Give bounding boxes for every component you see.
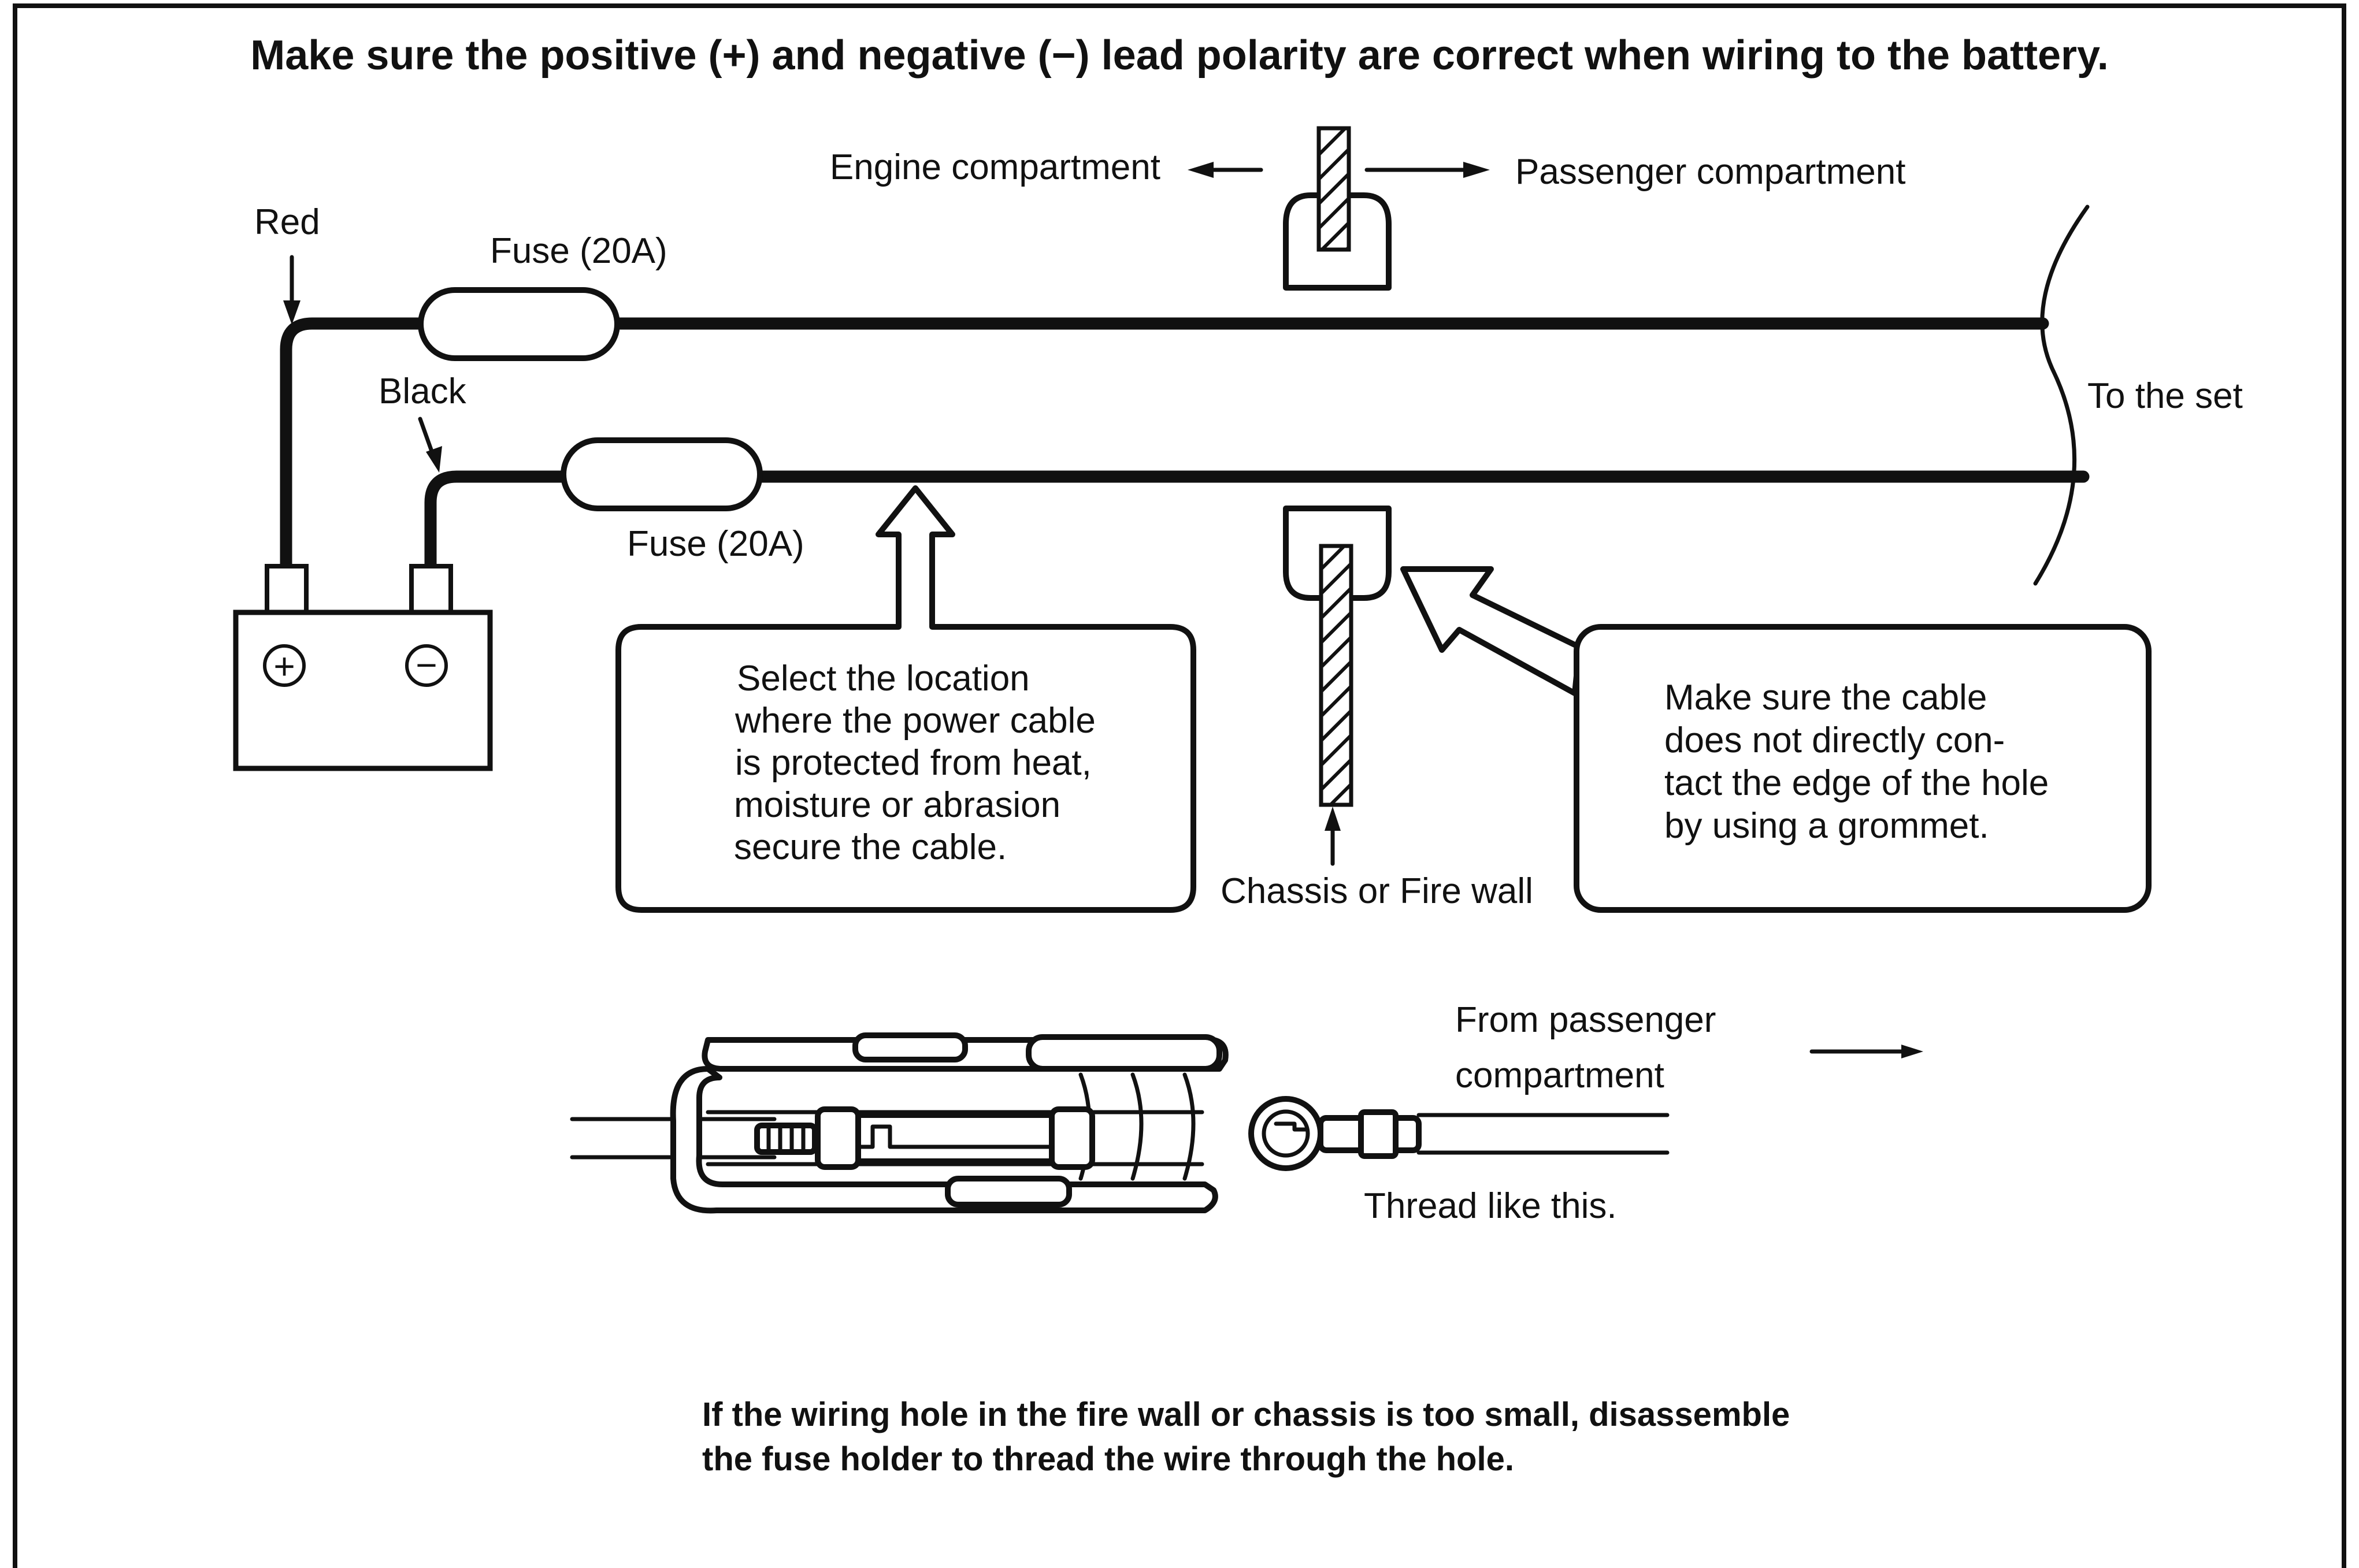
positive-symbol-ring	[263, 644, 306, 687]
passenger-compartment-label: Passenger compartment	[1515, 152, 1905, 192]
battery-icon: + −	[233, 564, 493, 771]
black-wire	[424, 470, 2090, 578]
grommet-text-1: Make sure the cable	[1664, 678, 1987, 718]
chassis-pointer-head	[1325, 807, 1341, 831]
negative-symbol-ring	[405, 644, 448, 687]
battery-body	[233, 610, 493, 771]
from-passenger-label-2: compartment	[1455, 1056, 1664, 1095]
hatched-wall-icon-top	[1316, 126, 1351, 252]
location-callout: Select the location where the power cabl…	[615, 485, 1196, 913]
location-text-3: is protected from heat,	[735, 743, 1092, 783]
to-the-set-label: To the set	[2087, 376, 2243, 416]
thread-like-this-label: Thread like this.	[1364, 1186, 1617, 1226]
grommet-arrow	[1400, 566, 1582, 696]
location-text-1: Select the location	[737, 659, 1030, 698]
grommet-callout: Make sure the cable does not directly co…	[1400, 566, 2152, 913]
chassis-label: Chassis or Fire wall	[1221, 871, 1533, 911]
fuse-holder-icon	[570, 1032, 1229, 1214]
hatched-wall-icon-bottom	[1319, 544, 1353, 807]
negative-symbol: −	[416, 644, 437, 686]
black-label: Black	[379, 371, 467, 411]
location-text-5: secure the cable.	[734, 827, 1007, 867]
firewall-top	[1283, 126, 1392, 291]
bottom-note-line-2: the fuse holder to thread the wire throu…	[702, 1440, 1514, 1478]
black-pointer-head	[426, 446, 442, 473]
location-callout-box	[615, 485, 1196, 913]
page-border	[13, 3, 2346, 1568]
grommet-text-2: does not directly con-	[1664, 720, 2005, 760]
arrow-head-left	[1188, 162, 1214, 178]
fuse-icon-red	[418, 287, 620, 361]
fuse-top-label: Fuse (20A)	[490, 231, 667, 271]
red-wire	[280, 317, 2049, 578]
grommet-callout-box	[1574, 624, 2152, 913]
positive-symbol: +	[273, 645, 295, 687]
location-text-4: moisture or abrasion	[734, 785, 1060, 825]
engine-compartment-label: Engine compartment	[830, 147, 1160, 187]
bottom-note-line-1: If the wiring hole in the fire wall or c…	[702, 1396, 1790, 1433]
location-text-2: where the power cable	[735, 701, 1096, 741]
grommet-text-4: by using a grommet.	[1664, 806, 1989, 846]
set-bracket	[2033, 205, 2090, 586]
negative-terminal	[409, 564, 453, 615]
firewall-bottom: Chassis or Fire wall	[1221, 506, 1533, 911]
compartment-arrows: Engine compartment Passenger compartment	[830, 147, 1906, 192]
page-heading: Make sure the positive (+) and negative …	[250, 32, 2109, 79]
arrow-head-right	[1463, 162, 1490, 178]
fuse-icon-black	[561, 437, 763, 511]
red-label: Red	[254, 202, 320, 242]
fuse-cap-icon	[1248, 1096, 1670, 1171]
from-passenger-label-1: From passenger	[1455, 1000, 1716, 1040]
grommet-text-3: tact the edge of the hole	[1664, 763, 2049, 803]
arrow-head-passenger	[1901, 1045, 1923, 1058]
fuse-bottom-label: Fuse (20A)	[627, 524, 804, 564]
red-pointer-head	[283, 300, 301, 325]
positive-terminal	[265, 564, 309, 615]
